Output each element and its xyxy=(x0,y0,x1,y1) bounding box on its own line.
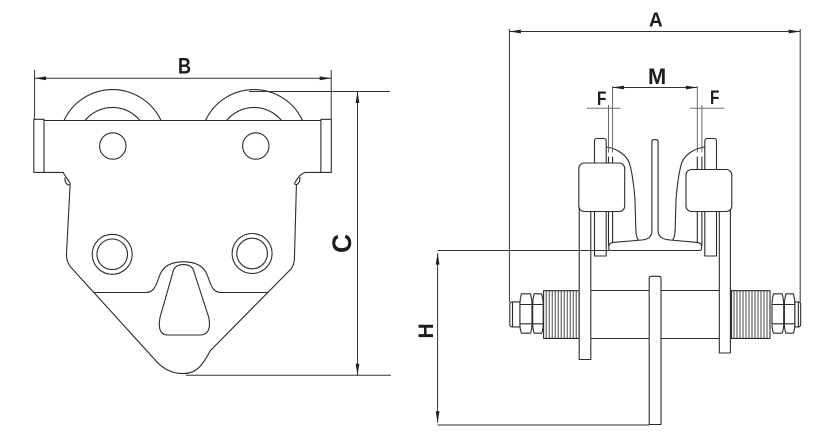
svg-text:H: H xyxy=(415,323,438,338)
svg-text:B: B xyxy=(178,53,191,78)
svg-text:A: A xyxy=(649,10,663,32)
svg-text:F: F xyxy=(710,87,719,109)
svg-text:F: F xyxy=(597,88,606,110)
svg-text:C: C xyxy=(327,234,357,253)
svg-text:M: M xyxy=(648,64,666,89)
